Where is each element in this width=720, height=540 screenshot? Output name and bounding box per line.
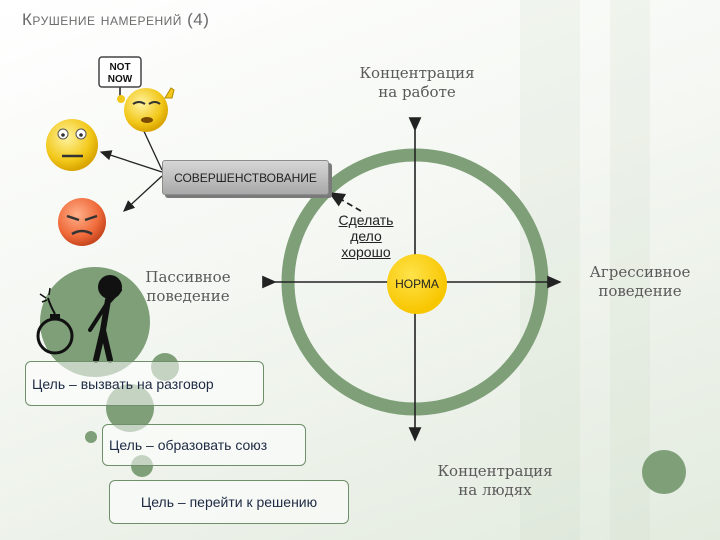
angry-smiley-icon <box>58 198 106 246</box>
not-now-sign-icon: NOT NOW <box>98 56 142 100</box>
goal-box-alliance: Цель – образовать союз <box>102 424 306 466</box>
slide-title: Крушение намерений (4) <box>22 10 210 29</box>
do-well-label: Сделать дело хорошо <box>338 212 394 260</box>
arrow-to-angry <box>123 175 163 212</box>
decor-circle <box>85 431 97 443</box>
dashed-arrow <box>328 192 362 212</box>
sleepy-smiley-icon <box>117 87 175 132</box>
background-stripe <box>520 0 580 540</box>
decor-circle <box>642 450 686 494</box>
left-axis-label: Пассивное поведение <box>145 268 231 305</box>
right-axis-label: Агрессивное поведение <box>589 263 691 300</box>
neutral-smiley-icon <box>46 119 98 171</box>
improvement-box: СОВЕРШЕНСТВОВАНИЕ <box>162 160 329 195</box>
norm-circle: НОРМА <box>387 254 447 314</box>
arrow-to-neutral <box>99 150 163 173</box>
svg-text:NOW: NOW <box>108 74 133 85</box>
svg-text:NOT: NOT <box>109 62 130 73</box>
goal-box-solution: Цель – перейти к решению <box>109 480 349 524</box>
goal-box-talk: Цель – вызвать на разговор <box>25 361 264 406</box>
bomb-man-icon <box>36 275 122 363</box>
background-stripe <box>610 0 650 540</box>
bottom-axis-label: Концентрация на людях <box>437 462 553 499</box>
top-axis-label: Концентрация на работе <box>359 64 475 101</box>
